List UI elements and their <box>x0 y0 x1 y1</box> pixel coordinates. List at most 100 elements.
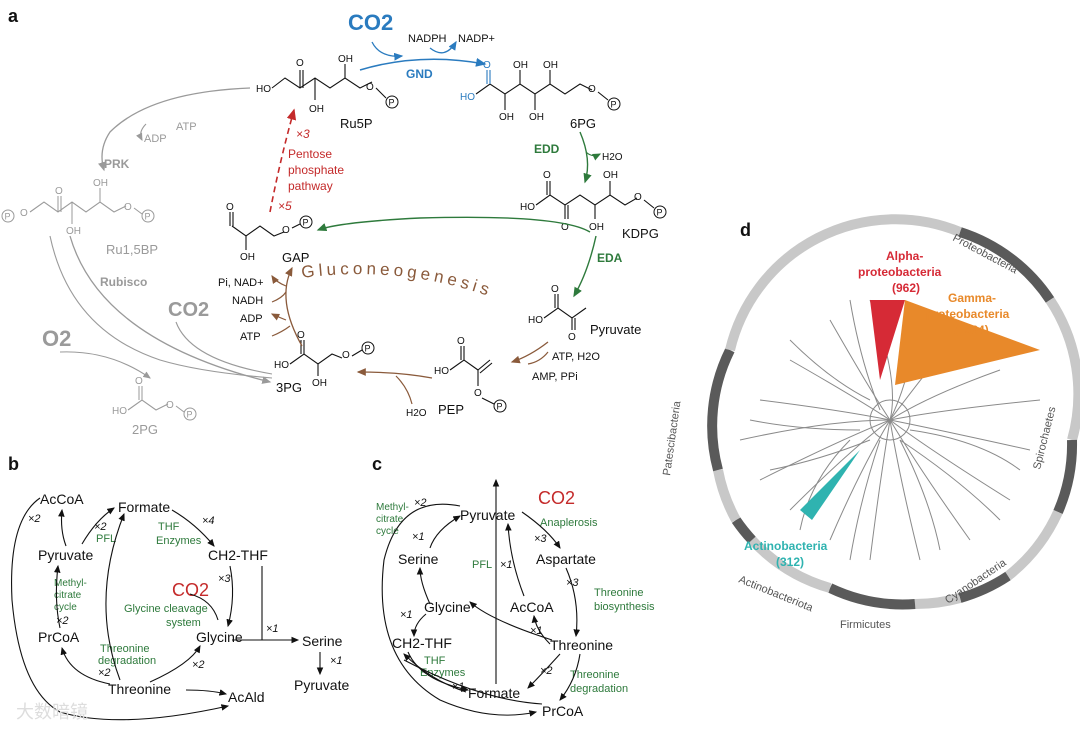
phylo-tree <box>739 299 1041 561</box>
actino-count: (312) <box>776 555 804 569</box>
watermark: 大数暗镜 <box>16 702 88 722</box>
gnd-enzyme-label: GND <box>406 67 433 81</box>
kdpg-structure: HO O O OH OH O P KDPG <box>520 170 667 241</box>
c-anaplerosis: Anaplerosis <box>540 517 598 529</box>
pep-o1: O <box>457 336 465 347</box>
ru5p-label: Ru5P <box>340 116 373 131</box>
ru5p-ho: HO <box>256 84 271 95</box>
gap-label: GAP <box>282 250 309 265</box>
prk-enzyme-label: PRK <box>104 157 130 171</box>
kdpg-oh1: OH <box>589 222 604 233</box>
gap-oh: OH <box>240 252 255 263</box>
6pg-p: P <box>611 100 617 110</box>
c-prcoa: PrCoA <box>542 703 584 719</box>
ring-segment-light2 <box>1004 509 1063 580</box>
c-x1a: ×1 <box>412 531 425 543</box>
ring-proteobacteria-dark <box>958 227 1055 303</box>
b-pyruvate: Pyruvate <box>38 547 93 563</box>
b-thr-deg-2: degradation <box>98 655 156 667</box>
kdpg-o3: O <box>634 192 642 203</box>
6pg-structure: HO O OH OH OH OH O P 6PG <box>460 60 621 131</box>
ru15bp-o1: O <box>20 208 28 219</box>
pep-h2o-label: H2O <box>406 408 427 419</box>
2pg-p: P <box>187 410 193 420</box>
ring-segment-dark4 <box>731 517 756 544</box>
c-thr-bio-2: biosynthesis <box>594 601 655 613</box>
b-x2a: ×2 <box>28 513 41 525</box>
c-formate: Formate <box>468 685 520 701</box>
ru15bp-o3: O <box>124 202 132 213</box>
b-threonine: Threonine <box>108 681 171 697</box>
alpha-clade <box>870 300 905 380</box>
ring-segment-light4 <box>713 468 741 523</box>
pyr-o2: O <box>568 332 576 343</box>
gap-p: P <box>303 218 309 228</box>
rubisco-enzyme-label: Rubisco <box>100 275 147 289</box>
b-serine: Serine <box>302 633 343 649</box>
b-mcc-1: Methyl- <box>54 578 87 589</box>
c-mcc-2: citrate <box>376 514 404 525</box>
c-thr-deg-1: Threonine <box>570 669 620 681</box>
atp-label: ATP <box>240 331 261 343</box>
b-x2b: ×2 <box>94 521 107 533</box>
ppp-line1: Pentose <box>288 147 332 161</box>
panel-b: AcCoA Formate Pyruvate CH2-THF CO2 PrCoA… <box>11 491 349 721</box>
ru15bp-o2: O <box>55 186 63 197</box>
c-pyruvate: Pyruvate <box>460 507 515 523</box>
kdpg-ho: HO <box>520 202 535 213</box>
ru5p-p: P <box>389 98 395 108</box>
b-x1a: ×1 <box>266 623 279 635</box>
ru5p-oh2: OH <box>338 54 353 65</box>
actino-clade <box>800 450 860 520</box>
b-pyruvate2: Pyruvate <box>294 677 349 693</box>
b-x2e: ×2 <box>192 659 205 671</box>
b-prcoa: PrCoA <box>38 629 80 645</box>
gap-o1: O <box>226 202 234 213</box>
nadph-label: NADPH <box>408 33 447 45</box>
6pg-oh2: OH <box>513 60 528 71</box>
pep-label: PEP <box>438 402 464 417</box>
pep-o2: O <box>474 388 482 399</box>
b-thr-deg-1: Threonine <box>100 643 150 655</box>
kdpg-oh2: OH <box>603 170 618 181</box>
ru15bp-structure: P O O OH OH O P Ru1,5BP <box>1 178 158 257</box>
pyr-ho: HO <box>528 315 543 326</box>
gamma-clade <box>895 300 1040 385</box>
c-ch2thf: CH2-THF <box>392 635 452 651</box>
adp-label: ADP <box>240 313 263 325</box>
b-thf-2: Enzymes <box>156 535 202 547</box>
b-mcc-2: citrate <box>54 590 82 601</box>
b-ch2thf: CH2-THF <box>208 547 268 563</box>
panel-c: Pyruvate CO2 Anaplerosis Methyl- citrate… <box>376 478 655 719</box>
b-x4: ×4 <box>202 515 215 527</box>
b-x2d: ×2 <box>98 667 111 679</box>
ring-spirochaetes <box>1053 439 1078 514</box>
co2-top-label: CO2 <box>348 10 393 35</box>
6pg-o: O <box>483 60 491 71</box>
ring-segment-light3 <box>914 593 962 610</box>
6pg-oh3: OH <box>529 112 544 123</box>
atp-h2o-label: ATP, H2O <box>552 351 600 363</box>
panel-a: HO O OH OH O P Ru5P CO2 NADPH NADP+ GND … <box>1 10 667 437</box>
pi-nad-label: Pi, NAD+ <box>218 277 264 289</box>
6pg-label: 6PG <box>570 116 596 131</box>
kdpg-label: KDPG <box>622 226 659 241</box>
6pg-ho: HO <box>460 92 475 103</box>
gap-o2: O <box>282 225 290 236</box>
3pg-ho: HO <box>274 360 289 371</box>
ru15bp-oh2: OH <box>93 178 108 189</box>
pep-ho: HO <box>434 366 449 377</box>
edd-h2o-label: H2O <box>602 152 623 163</box>
ring-actinobacteriota <box>748 536 832 593</box>
label-spirochaetes: Spirochaetes <box>1031 405 1058 471</box>
ring-segment-light5 <box>725 214 962 352</box>
gamma-line2: proteobacteria <box>926 307 1010 321</box>
b-glycine: Glycine <box>196 629 243 645</box>
label-firmicutes: Firmicutes <box>840 619 891 631</box>
gluconeogenesis-label: Gluconeogenesis <box>300 259 495 300</box>
alpha-line1: Alpha- <box>886 249 923 263</box>
b-co2: CO2 <box>172 580 209 600</box>
2pg-structure: HO O O P 2PG <box>112 376 197 437</box>
b-x3: ×3 <box>218 573 231 585</box>
c-thr-bio-1: Threonine <box>594 587 644 599</box>
